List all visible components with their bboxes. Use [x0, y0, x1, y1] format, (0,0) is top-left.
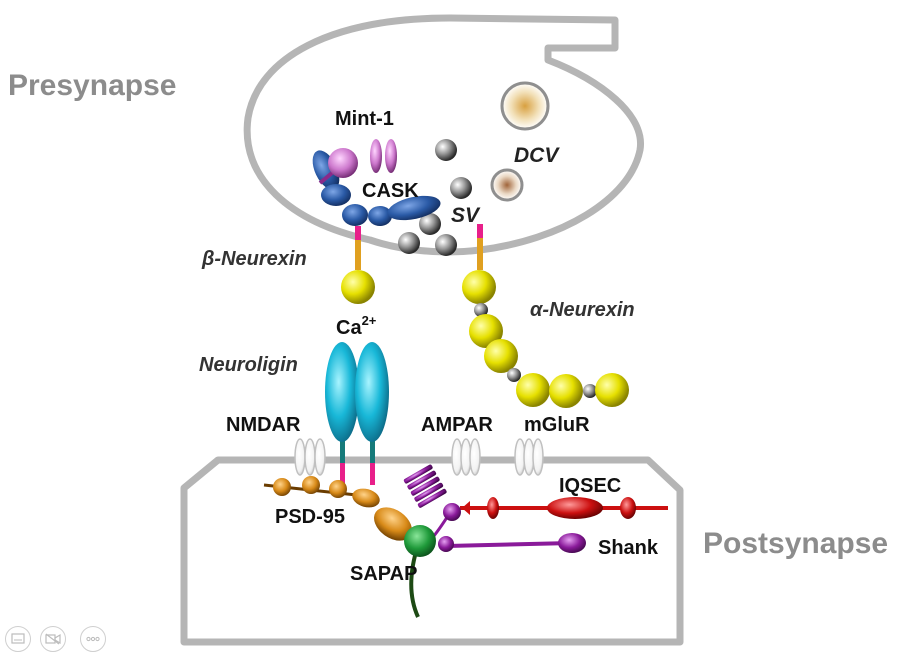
iqsec-protein	[460, 497, 668, 519]
calcium-label: Ca2+	[336, 313, 377, 339]
nmdar-label: NMDAR	[226, 414, 301, 436]
dense-core-vesicle	[490, 168, 524, 202]
more-icon[interactable]	[80, 626, 106, 652]
sapap-protein	[404, 525, 436, 557]
mglur-receptor	[514, 438, 544, 476]
neuroligin-label: Neuroligin	[199, 354, 298, 376]
cask-label: CASK	[362, 180, 419, 202]
sapap-label: SAPAP	[350, 563, 417, 585]
postsynapse-label: Postsynapse	[703, 527, 888, 560]
alpha-neurexin	[462, 224, 629, 408]
dcv-label: DCV	[514, 144, 560, 167]
alpha-neurexin-label: α-Neurexin	[530, 299, 635, 321]
beta-neurexin-label: β-Neurexin	[201, 248, 307, 270]
nmdar-receptor	[294, 438, 326, 476]
sv-label: SV	[451, 204, 481, 227]
neuroligin	[325, 342, 389, 485]
camera-off-icon[interactable]	[40, 626, 66, 652]
more-icon-glyph	[86, 636, 100, 642]
mint1-protein	[318, 139, 397, 185]
presynaptic-terminal-outline	[243, 14, 644, 256]
synaptic-vesicles	[398, 139, 472, 256]
mint1-label: Mint-1	[335, 108, 394, 130]
shank-label: Shank	[598, 537, 659, 559]
beta-neurexin	[341, 226, 375, 304]
iqsec-label: IQSEC	[559, 475, 621, 497]
psd95-protein	[263, 476, 412, 541]
mglur-label: mGluR	[524, 414, 590, 436]
camera-off-icon-glyph	[45, 633, 61, 645]
dense-core-vesicle	[500, 81, 550, 131]
ampar-receptor	[451, 438, 481, 476]
slides-icon[interactable]	[5, 626, 31, 652]
presynapse-label: Presynapse	[8, 69, 176, 102]
shank-protein	[403, 464, 586, 553]
postsynaptic-density-outline	[180, 456, 684, 646]
psd95-label: PSD-95	[275, 506, 345, 528]
ampar-label: AMPAR	[421, 414, 493, 436]
slides-icon-glyph	[11, 633, 25, 644]
